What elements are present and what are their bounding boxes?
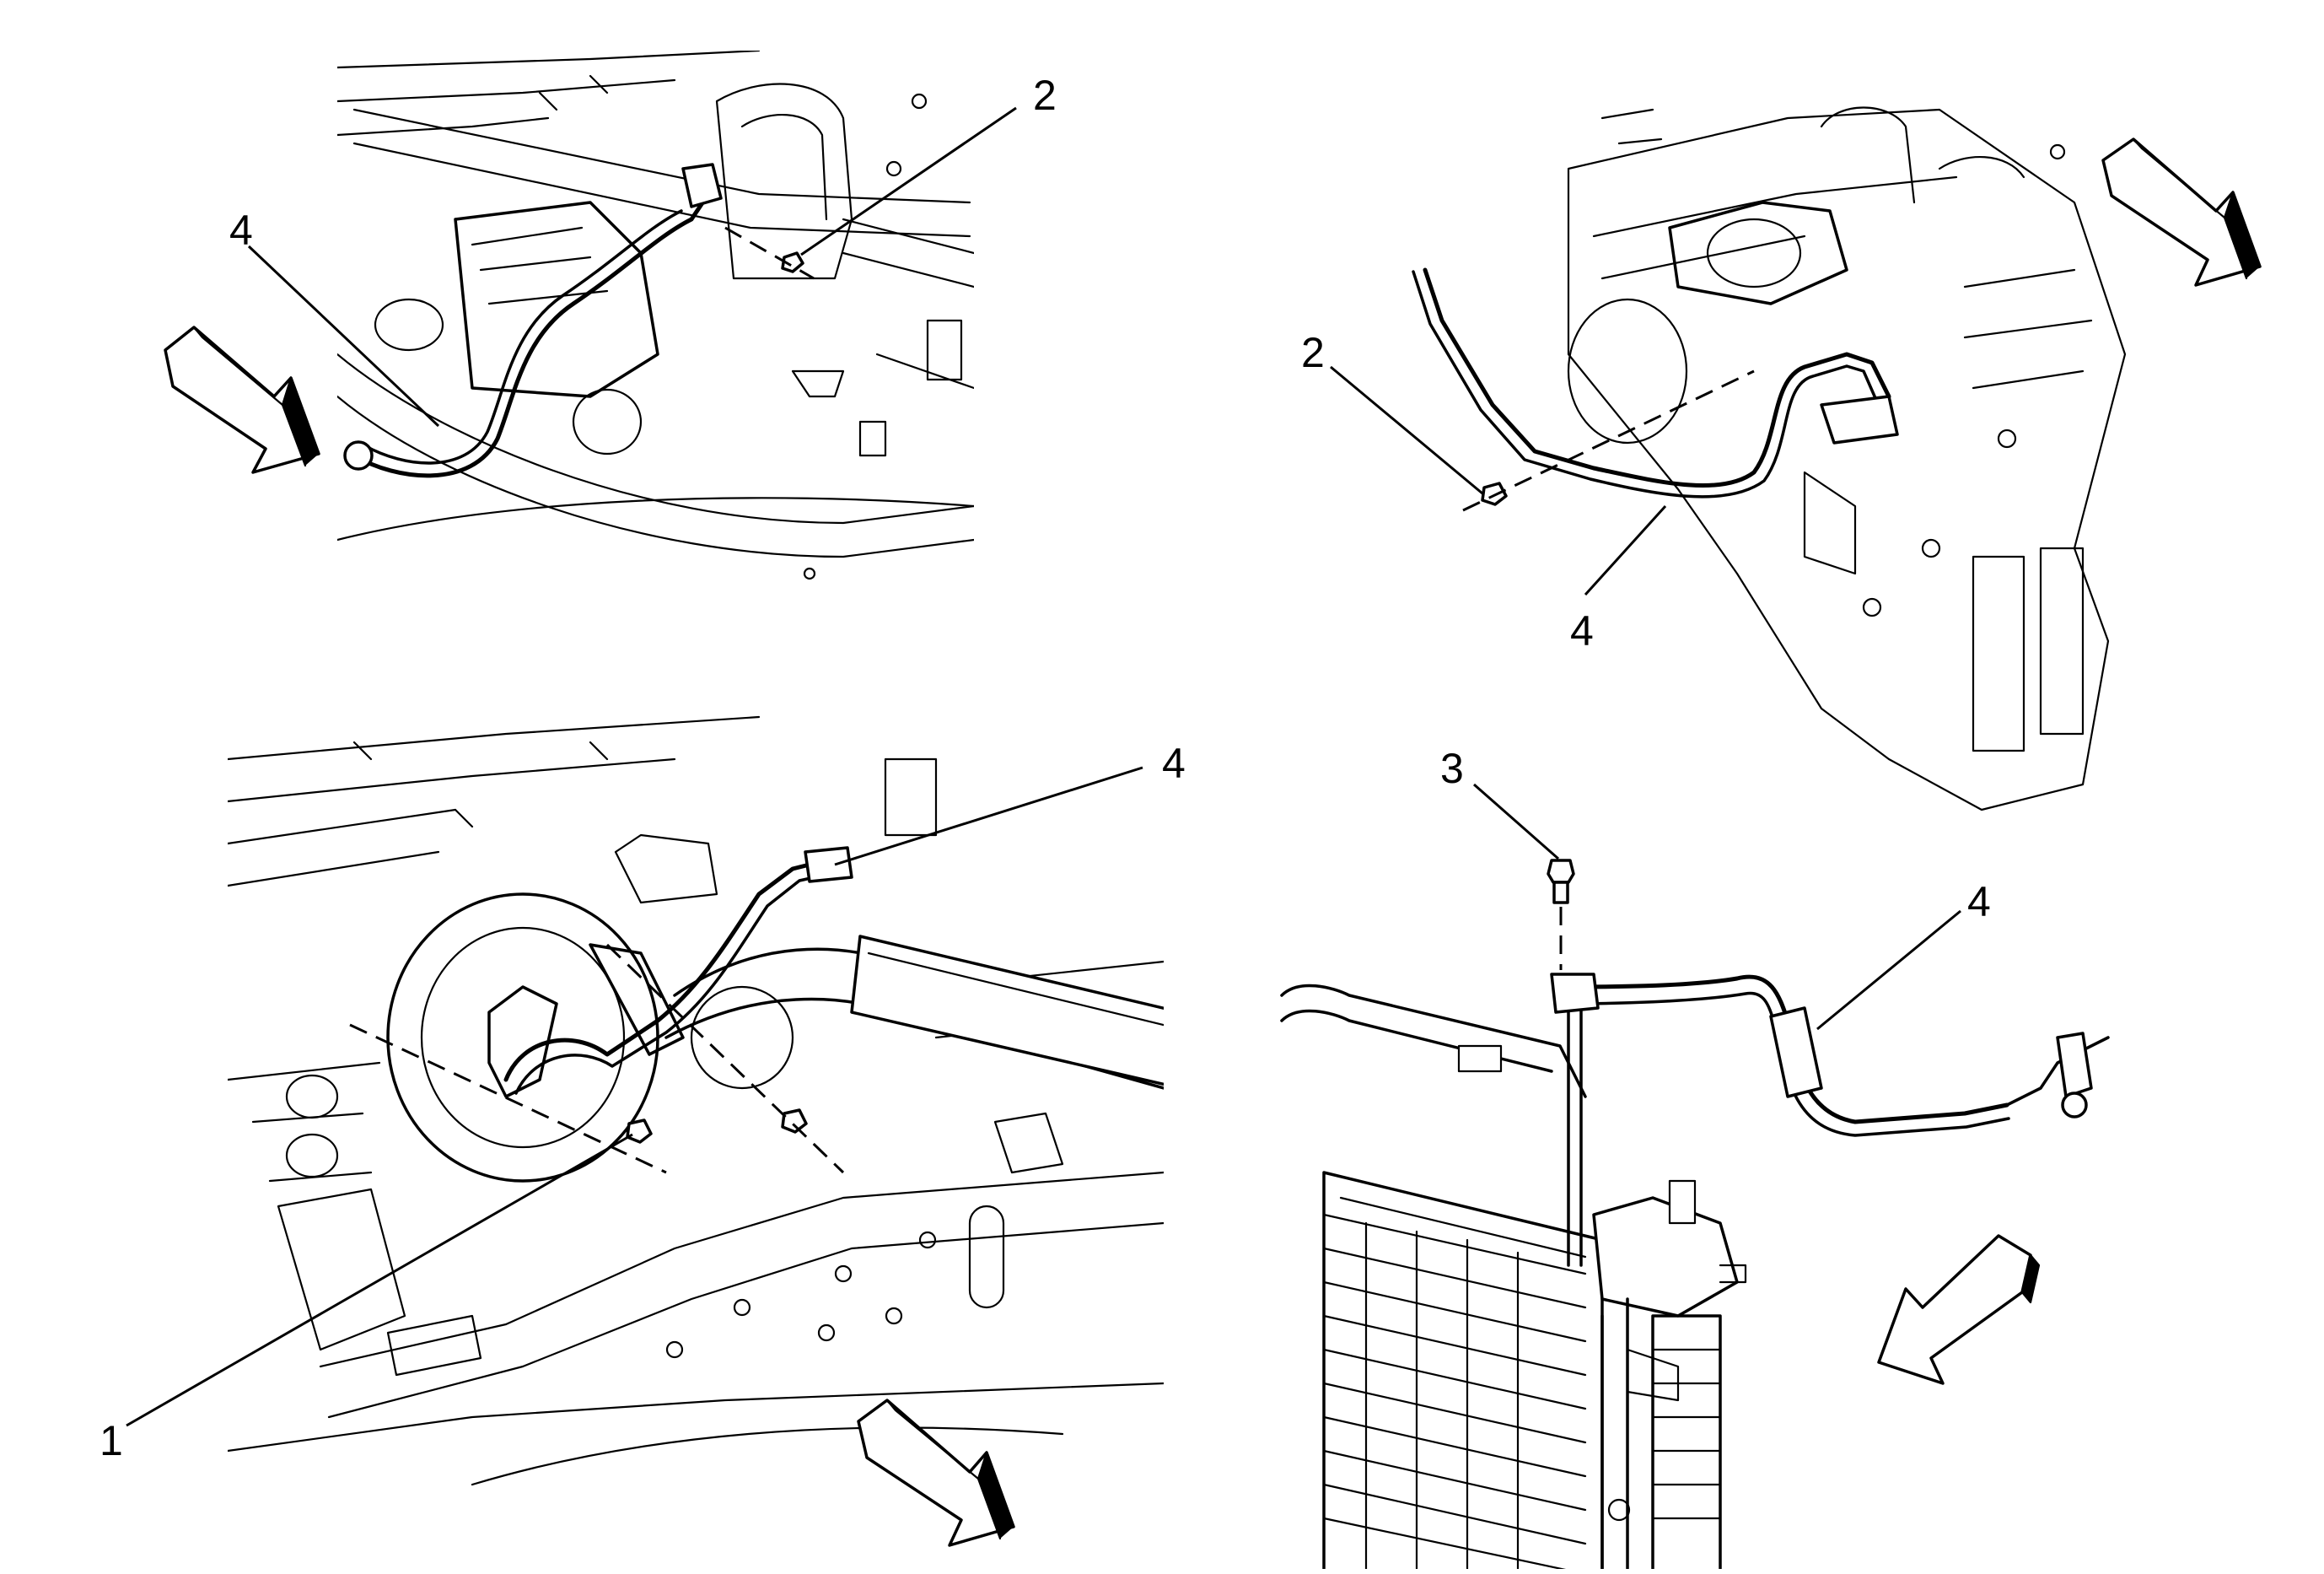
callout-4: 4 <box>1162 740 1186 787</box>
frame-rail-drawing <box>1412 106 2127 811</box>
leader-line <box>247 245 440 428</box>
leader-line <box>834 766 1143 866</box>
panel-bottom-right: 3 4 <box>1280 745 2110 1569</box>
callout-1: 1 <box>100 1417 123 1464</box>
panel-top-right: 2 4 <box>1301 106 2262 811</box>
leader-line <box>800 106 1017 256</box>
condenser-drawing <box>1280 859 2110 1569</box>
forward-arrow-icon <box>1877 1234 2041 1385</box>
engine-bay-drawing <box>337 51 974 580</box>
leader-line <box>1473 783 1559 860</box>
leader-line <box>1330 365 1483 495</box>
callout-4: 4 <box>229 207 253 254</box>
forward-arrow-icon <box>164 326 320 474</box>
forward-arrow-icon <box>857 1399 1015 1547</box>
leader-line <box>1584 504 1667 596</box>
leader-line <box>1816 909 1961 1031</box>
panel-top-left: 4 2 <box>164 51 1057 580</box>
condenser-fins <box>1322 1213 1587 1569</box>
engine-bay-lower-drawing <box>228 715 1164 1486</box>
leader-line <box>126 1133 633 1427</box>
panel-bottom-left: 4 1 <box>100 715 1186 1547</box>
callout-4: 4 <box>1570 607 1594 655</box>
callout-4: 4 <box>1967 878 1991 925</box>
callout-3: 3 <box>1440 745 1464 792</box>
callout-2: 2 <box>1301 329 1325 376</box>
callout-2: 2 <box>1033 72 1057 119</box>
forward-arrow-icon <box>2101 137 2262 287</box>
